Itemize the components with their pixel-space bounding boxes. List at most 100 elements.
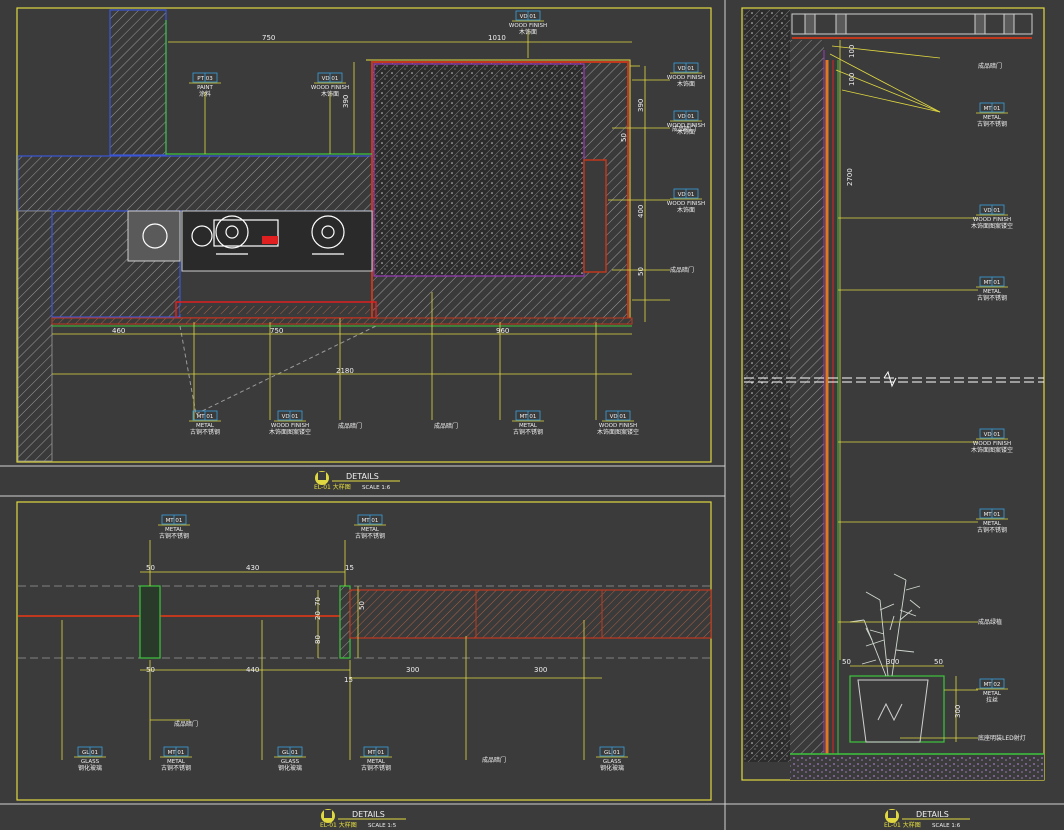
tag-cn: 古铜不锈钢: [513, 428, 543, 436]
note-top-2: 成品暗门: [434, 422, 458, 430]
tag-name: METAL: [361, 527, 380, 533]
dim-50b: 50: [637, 267, 645, 276]
dim-50a: 50: [620, 133, 628, 142]
tag-cn: 古铜不锈钢: [361, 764, 391, 772]
tag-code: VD 01: [984, 432, 1001, 438]
sheet-label-1: EL-01 大样图: [314, 483, 351, 491]
tag-cn: 钢化玻璃: [600, 764, 624, 772]
tag-code: VD 01: [282, 414, 299, 420]
frame-bottom-left: [16, 501, 712, 801]
dim-r-300v: 300: [954, 705, 962, 718]
tag-name: GLASS: [603, 759, 622, 765]
tag-code: MT 02: [984, 682, 1001, 688]
tag-name: METAL: [519, 423, 538, 429]
tag-cn: 古铜不锈钢: [159, 532, 189, 540]
tag-name: METAL: [983, 115, 1002, 121]
tag-code: PT 03: [197, 76, 213, 82]
tag-code: MT 01: [984, 106, 1001, 112]
note-top-4: 成品暗门: [670, 266, 694, 274]
dim-r-100b: 100: [848, 73, 856, 86]
dim-b-15b: 15: [344, 676, 353, 684]
tag-cn: 钢化玻璃: [78, 764, 102, 772]
tag-name: METAL: [983, 521, 1002, 527]
dim-b-20: 20: [314, 611, 322, 620]
tag-code: MT 01: [984, 280, 1001, 286]
tag-code: MT 01: [197, 414, 214, 420]
tag-code: VD 01: [984, 208, 1001, 214]
dim-b-15a: 15: [345, 564, 354, 572]
tag-code: MT 01: [168, 750, 185, 756]
tag-cn: 木饰面: [519, 28, 537, 36]
tag-code: VD 01: [610, 414, 627, 420]
tag-name: WOOD FINISH: [271, 423, 309, 429]
tag-cn: 古铜不锈钢: [977, 120, 1007, 128]
note-top-3: 成品暗门: [672, 125, 696, 133]
note-r-2: 成品绿植: [978, 618, 1002, 626]
tag-cn: 木饰面图案镂空: [597, 428, 639, 436]
tag-code: MT 01: [368, 750, 385, 756]
title-block-1: DETAILS EL-01 大样图 SCALE 1:6: [314, 471, 400, 491]
dim-b-70: 70: [314, 597, 322, 606]
dim-750a: 750: [262, 34, 275, 42]
tag-name: PAINT: [197, 85, 213, 91]
dim-b-430: 430: [246, 564, 259, 572]
note-r-1: 成品暗门: [978, 62, 1002, 70]
tag-cn: 木饰面图案镂空: [269, 428, 311, 436]
tag-cn: 古铜不锈钢: [355, 532, 385, 540]
tag-cn: 木饰面: [321, 90, 339, 98]
plan-detail-top: [17, 9, 670, 462]
title-block-2: DETAILS EL-01 大样图 SCALE 1:5: [320, 809, 406, 829]
dim-960: 960: [496, 327, 509, 335]
scale-label-2: SCALE 1:5: [368, 823, 397, 829]
tag-code: VD 01: [678, 114, 695, 120]
frame-top-left: [16, 7, 712, 463]
tag-name: WOOD FINISH: [667, 201, 705, 207]
dim-b-50c: 50: [358, 601, 366, 610]
dim-390b: 390: [637, 99, 645, 112]
tag-cn: 古铜不锈钢: [977, 526, 1007, 534]
tag-name: WOOD FINISH: [509, 23, 547, 29]
note-bot-2: 成品暗门: [482, 756, 506, 764]
tag-name: WOOD FINISH: [599, 423, 637, 429]
dim-b-440: 440: [246, 666, 259, 674]
tag-name: WOOD FINISH: [311, 85, 349, 91]
tag-code: GL 01: [282, 750, 298, 756]
tag-cn: 木饰面: [677, 128, 695, 136]
elevation-detail-right: [744, 10, 1044, 780]
dim-750b: 750: [270, 327, 283, 335]
scale-label-3: SCALE 1:6: [932, 823, 961, 829]
tag-name: METAL: [165, 527, 184, 533]
details-title-2: DETAILS: [352, 810, 385, 819]
tag-name: WOOD FINISH: [973, 441, 1011, 447]
tag-code: VD 01: [678, 192, 695, 198]
tag-code: VD 01: [678, 66, 695, 72]
tag-code: VD 01: [322, 76, 339, 82]
tag-name: METAL: [196, 423, 215, 429]
tag-name: WOOD FINISH: [973, 217, 1011, 223]
details-title-1: DETAILS: [346, 472, 379, 481]
tag-name: METAL: [983, 691, 1002, 697]
tag-cn: 木饰面图案镂空: [971, 446, 1013, 454]
dim-r-2700: 2700: [846, 168, 854, 186]
dim-460: 460: [112, 327, 125, 335]
tag-code: VD 01: [520, 14, 537, 20]
